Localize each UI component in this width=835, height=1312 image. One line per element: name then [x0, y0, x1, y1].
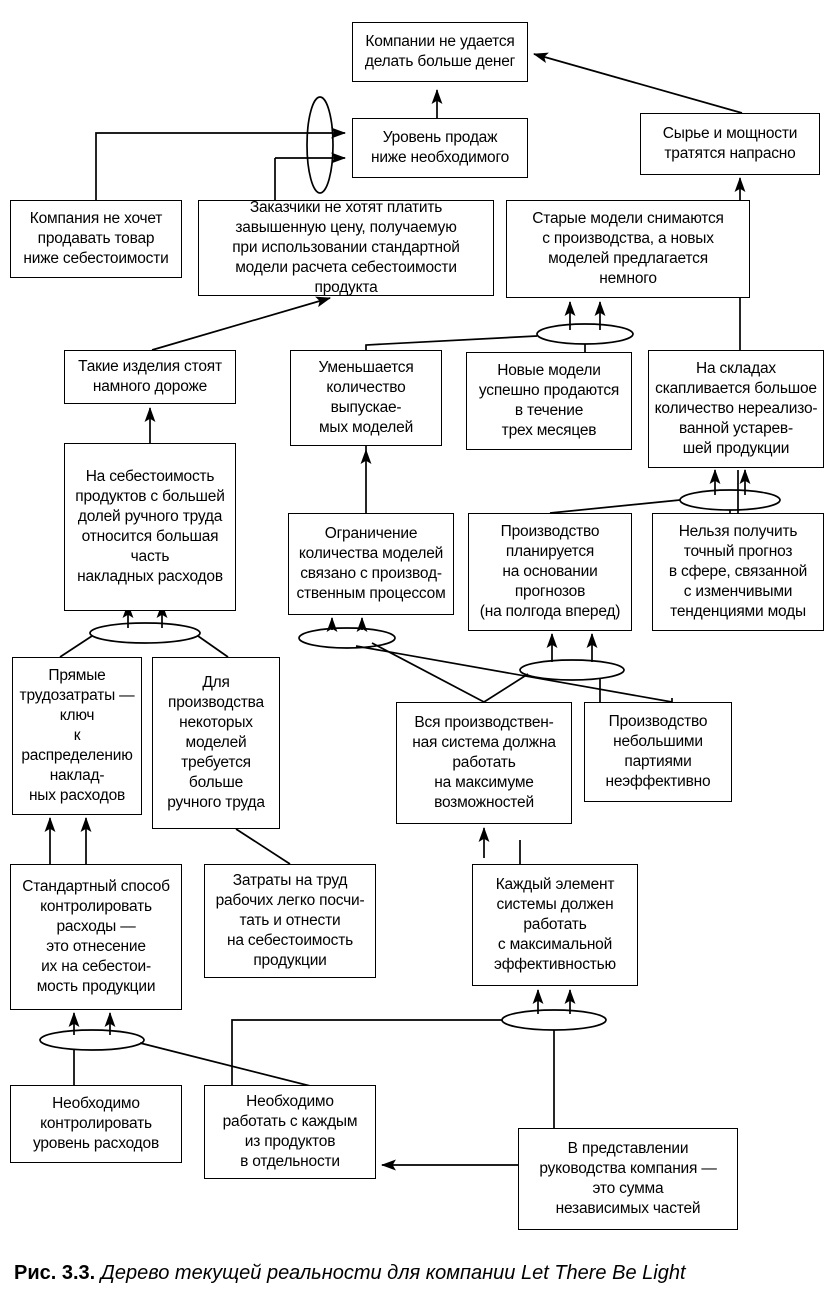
node-warehouse-obsolete-stock[interactable]: На складах скапливается большое количест…	[648, 350, 824, 468]
node-some-models-need-manual-labor[interactable]: Для производства некоторых моделей требу…	[152, 657, 280, 829]
node-small-batches-inefficient[interactable]: Производство небольшими партиями неэффек…	[584, 702, 732, 802]
node-old-models-discontinued[interactable]: Старые модели снимаются с производства, …	[506, 200, 750, 298]
causal-arrow	[151, 296, 331, 351]
node-such-products-cost-more[interactable]: Такие изделия стоят намного дороже	[64, 350, 236, 404]
node-overhead-allocated-to-manual-labor[interactable]: На себестоимость продуктов с большей дол…	[64, 443, 236, 611]
node-must-control-expense-level[interactable]: Необходимо контролировать уровень расход…	[10, 1085, 182, 1163]
figure-caption-title: Дерево текущей реальности для компании L…	[100, 1262, 686, 1284]
and-connector-ellipse	[501, 1009, 607, 1031]
node-sales-below-required[interactable]: Уровень продаж ниже необходимого	[352, 118, 528, 178]
node-whole-system-must-run-at-max[interactable]: Вся производствен- ная система должна ра…	[396, 702, 572, 824]
node-every-element-max-efficiency[interactable]: Каждый элемент системы должен работать с…	[472, 864, 638, 986]
node-no-accurate-forecast-fashion[interactable]: Нельзя получить точный прогноз в сфере, …	[652, 513, 824, 631]
and-connector-ellipse	[519, 659, 625, 681]
and-connector-ellipse	[306, 96, 334, 194]
causal-arrow	[533, 52, 743, 114]
node-materials-capacity-wasted[interactable]: Сырье и мощности тратятся напрасно	[640, 113, 820, 175]
node-standard-cost-control-method[interactable]: Стандартный способ контролировать расход…	[10, 864, 182, 1010]
node-company-wont-sell-below-cost[interactable]: Компания не хочет продавать товар ниже с…	[10, 200, 182, 278]
and-connector-ellipse	[39, 1029, 145, 1051]
and-connector-ellipse	[536, 323, 634, 345]
node-fewer-models-produced[interactable]: Уменьшается количество выпускае- мых мод…	[290, 350, 442, 446]
node-direct-labor-key-to-overhead[interactable]: Прямые трудозатраты — ключ к распределен…	[12, 657, 142, 815]
node-customers-refuse-inflated-price[interactable]: Заказчики не хотят платить завышенную це…	[198, 199, 494, 296]
node-model-count-limited-by-process[interactable]: Ограничение количества моделей связано с…	[288, 513, 454, 615]
node-labor-cost-easy-to-allocate[interactable]: Затраты на труд рабочих легко посчи- тат…	[204, 864, 376, 978]
node-production-planned-on-forecast[interactable]: Производство планируется на основании пр…	[468, 513, 632, 631]
figure-caption: Рис. 3.3. Дерево текущей реальности для …	[14, 1262, 824, 1285]
node-must-work-with-each-product[interactable]: Необходимо работать с каждым из продукто…	[204, 1085, 376, 1179]
node-new-models-sell-in-three-months[interactable]: Новые модели успешно продаются в течение…	[466, 352, 632, 450]
and-connector-ellipse	[298, 627, 396, 649]
node-management-sees-sum-of-parts[interactable]: В представлении руководства компания — э…	[518, 1128, 738, 1230]
node-company-fails-to-make-money[interactable]: Компании не удается делать больше денег	[352, 22, 528, 82]
and-connector-ellipse	[679, 489, 781, 511]
and-connector-ellipse	[89, 622, 201, 644]
figure-caption-label: Рис. 3.3.	[14, 1262, 96, 1284]
